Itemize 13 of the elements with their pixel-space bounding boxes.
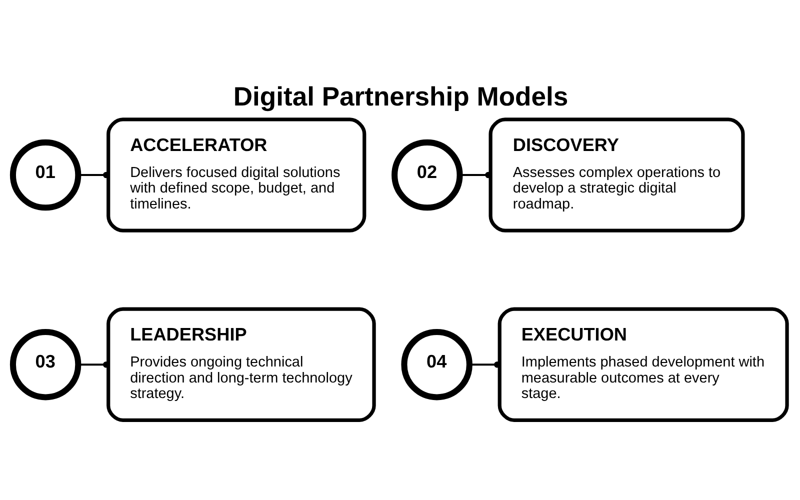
node-box: EXECUTION Implements phased development with measurable outcomes at every stage. [498,306,789,422]
connector [470,360,500,368]
node-circle: 04 [401,328,472,400]
node-circle: 03 [10,328,82,400]
diagram-title: Digital Partnership Models [233,81,568,112]
connector [460,171,492,178]
node-circle: 02 [392,138,463,210]
node-box: LEADERSHIP Provides ongoing technical direction and long-term technology strategy. [106,306,376,422]
node-box: ACCELERATOR Delivers focused digital solutions with defined scope, budget, and timelines. [106,117,366,232]
connector [78,171,110,178]
node-circle: 01 [10,138,82,210]
node-box: DISCOVERY Assesses complex operations to develop a strategic digital roadmap. [488,117,745,232]
connector [78,360,110,368]
